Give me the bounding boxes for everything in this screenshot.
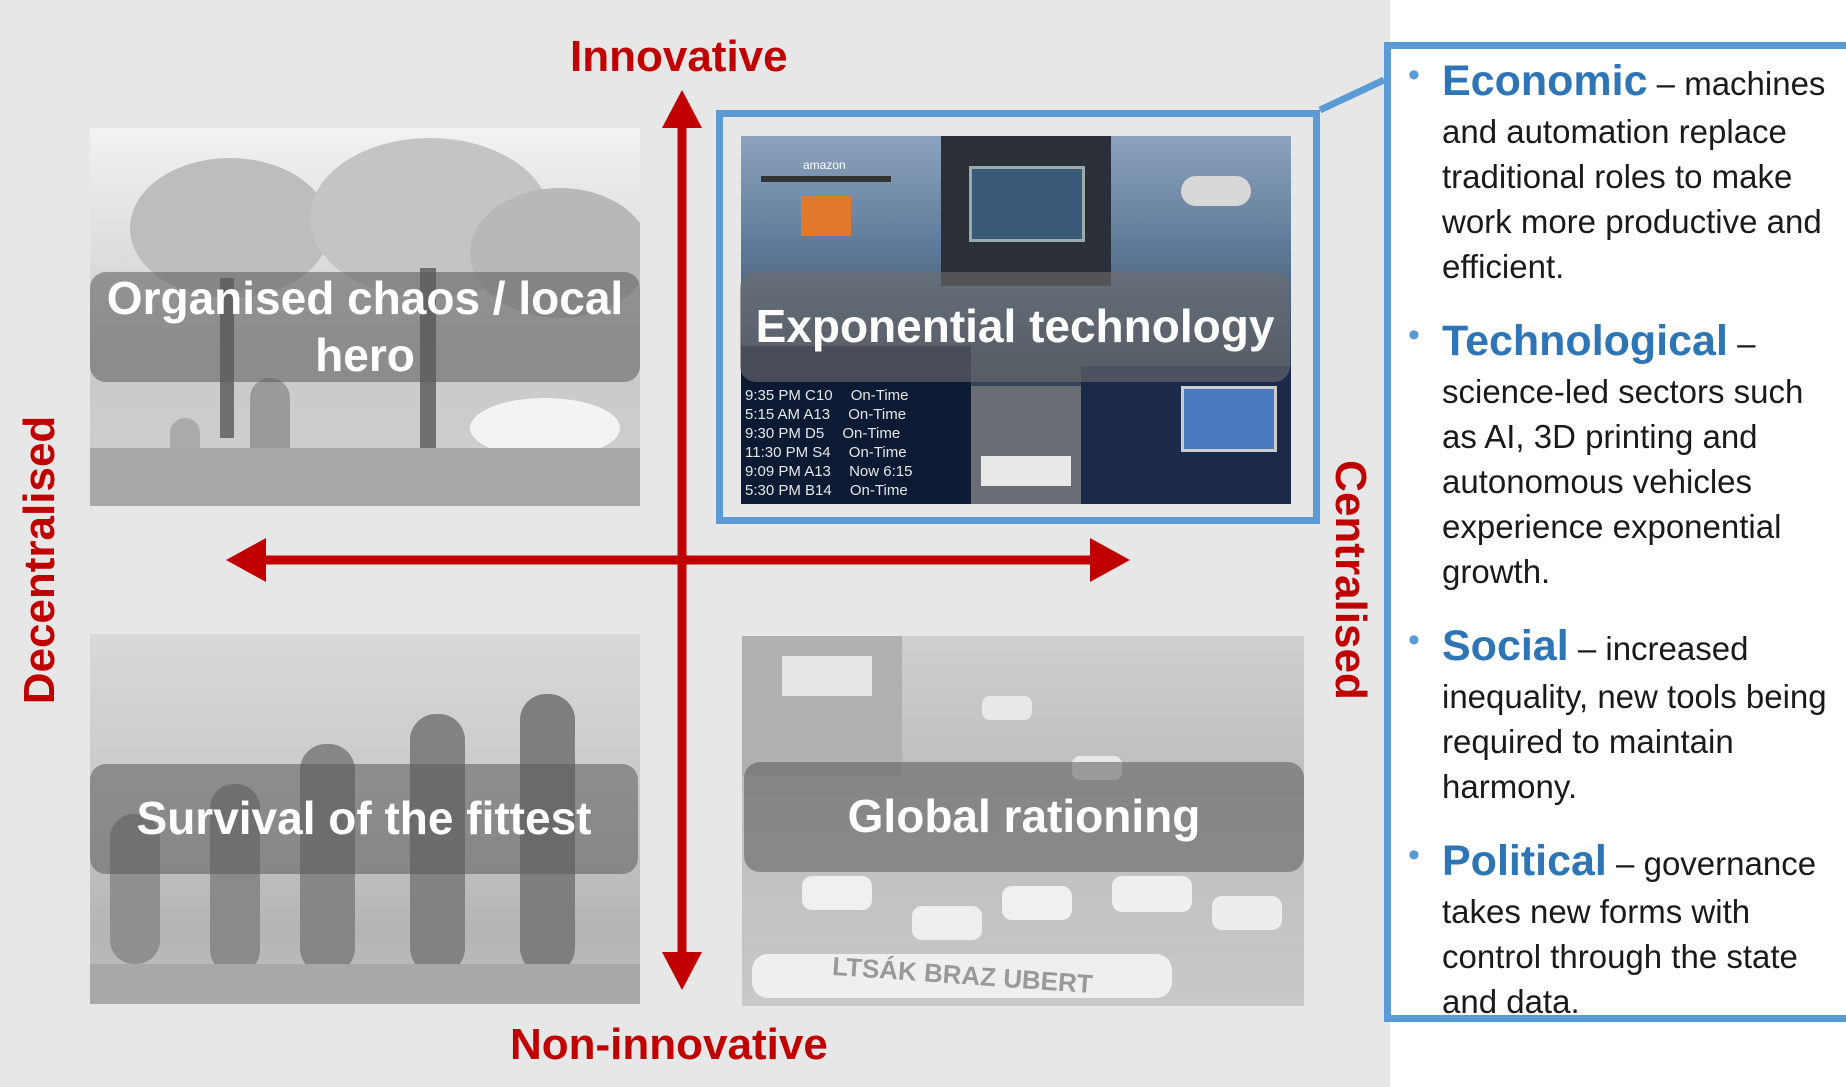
axis-label-centralised: Centralised: [1326, 460, 1375, 700]
axis-label-decentralised: Decentralised: [15, 415, 64, 705]
bullet-dot-icon: •: [1408, 620, 1420, 659]
selected-quadrant-frame: [716, 110, 1320, 524]
explanation-box: [1384, 42, 1846, 1022]
drone-brand-text: amazon: [803, 158, 846, 172]
bullet-keyword: Social: [1442, 621, 1569, 670]
departure-board: 9:35 PM C10 On-Time 5:15 AM A13 On-Time …: [745, 386, 971, 500]
bullet-separator: –: [1727, 324, 1756, 362]
bullet-economic: • Economic – machines and automation repl…: [1404, 52, 1844, 290]
bullet-text: governance takes new forms with control …: [1442, 844, 1817, 1021]
quadrant-caption-exponential-technology: Exponential technology: [740, 272, 1290, 382]
quadrant-caption-organised-chaos: Organised chaos / local hero: [90, 272, 640, 382]
bullet-dot-icon: •: [1408, 835, 1420, 874]
pest-bullet-list: • Economic – machines and automation repl…: [1404, 52, 1844, 1047]
bullet-keyword: Technological: [1442, 316, 1728, 365]
bullet-separator: –: [1568, 629, 1606, 667]
bullet-technological: • Technological – science-led sectors suc…: [1404, 312, 1844, 595]
bullet-political: • Political – governance takes new forms …: [1404, 832, 1844, 1025]
schedule-row: 9:30 PM D5 On-Time: [745, 425, 901, 442]
bullet-social: • Social – increased inequality, new tool…: [1404, 617, 1844, 810]
bullet-dot-icon: •: [1408, 56, 1420, 94]
schedule-row: 9:35 PM C10 On-Time: [745, 387, 909, 404]
bullet-text: machines and automation replace traditio…: [1442, 65, 1826, 286]
quadrant-caption-global-rationing: Global rationing: [744, 762, 1304, 872]
bullet-separator: –: [1606, 844, 1644, 882]
schedule-row: 9:09 PM A13 Now 6:15: [745, 463, 913, 480]
bullet-separator: –: [1647, 65, 1685, 102]
axis-label-non-innovative: Non-innovative: [510, 1020, 828, 1069]
axis-label-innovative: Innovative: [570, 32, 788, 81]
quadrant-caption-survival: Survival of the fittest: [90, 764, 638, 874]
schedule-row: 5:30 PM B14 On-Time: [745, 482, 908, 499]
schedule-row: 11:30 PM S4 On-Time: [745, 444, 907, 461]
bullet-keyword: Political: [1442, 836, 1607, 885]
bullet-keyword: Economic: [1442, 57, 1648, 105]
bullet-text: increased inequality, new tools being re…: [1442, 629, 1827, 806]
bullet-text: science-led sectors such as AI, 3D print…: [1442, 373, 1804, 590]
bullet-dot-icon: •: [1408, 315, 1420, 354]
exponential-technology-photo: amazon 9:35 PM C10 On-Time 5:15 AM A13 O…: [741, 136, 1291, 504]
schedule-row: 5:15 AM A13 On-Time: [745, 406, 907, 423]
